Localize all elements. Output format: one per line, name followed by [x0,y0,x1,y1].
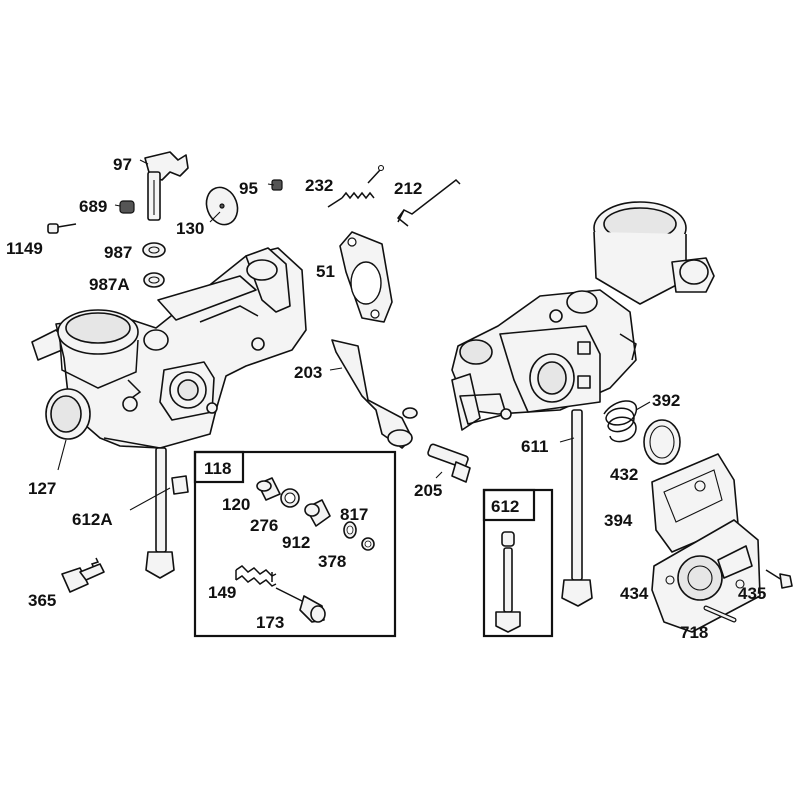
callout-434: 434 [620,584,649,603]
carburetor-body-right[interactable] [451,201,715,431]
callout-205: 205 [414,481,442,500]
link-212[interactable] [396,179,461,227]
bowl-bolt-611[interactable] [561,409,593,607]
callout-173: 173 [256,613,284,632]
callout-718: 718 [680,623,708,642]
washer-276[interactable] [280,488,300,508]
throttle-shaft-97[interactable] [144,151,189,221]
jet-912[interactable] [304,499,331,527]
kit-118-box: 118 [193,450,397,638]
callout-912: 912 [282,533,310,552]
gasket-51[interactable] [339,231,393,323]
screw-1149[interactable] [47,223,77,234]
kit-118-label: 118 [204,459,231,478]
callout-987a: 987A [89,275,130,294]
callout-120: 120 [222,495,250,514]
needle-173[interactable] [275,587,326,623]
callout-97: 97 [113,155,132,174]
carburetor-body-left[interactable] [31,247,307,449]
callout-127: 127 [28,479,56,498]
callout-51: 51 [316,262,335,281]
washer-378[interactable] [361,537,375,551]
callout-817: 817 [340,505,368,524]
callout-612a: 612A [72,510,113,529]
callout-1149: 1149 [6,239,43,258]
spring-392[interactable] [603,400,637,443]
diaphragm-cover-434[interactable] [651,519,761,633]
callout-392: 392 [652,391,680,410]
callout-689: 689 [79,197,107,216]
callout-149: 149 [208,583,236,602]
callout-378: 378 [318,552,346,571]
jet-120[interactable] [256,477,281,501]
callout-987: 987 [104,243,132,262]
ring-432[interactable] [643,419,681,465]
callout-435: 435 [738,584,766,603]
washer-987[interactable] [142,242,166,258]
pin-718[interactable] [703,605,737,623]
callout-labels: 97 689 1149 987 987A 130 95 232 212 51 2… [6,155,766,642]
bowl-bolt-612[interactable] [495,531,521,633]
bowl-bolt-612a[interactable] [145,447,189,579]
callout-394: 394 [604,511,633,530]
callout-95: 95 [239,179,258,198]
callout-432: 432 [610,465,638,484]
washer-987a[interactable] [143,272,165,288]
screw-365[interactable] [61,557,105,593]
nozzle-205[interactable] [427,443,471,483]
kit-612-box: 612 [482,488,554,638]
throttle-plate-130[interactable] [201,183,242,229]
screw-435[interactable] [765,569,793,589]
washer-817[interactable] [343,521,357,539]
callout-130: 130 [176,219,204,238]
callout-611: 611 [521,437,548,456]
choke-lever-203[interactable] [331,339,418,449]
spring-689[interactable] [119,200,135,214]
callout-212: 212 [394,179,422,198]
spring-149[interactable] [235,565,277,587]
callout-276: 276 [250,516,278,535]
callout-203: 203 [294,363,322,382]
kit-612-label: 612 [491,497,519,516]
callout-365: 365 [28,591,56,610]
leader-lines [57,159,651,511]
callout-232: 232 [305,176,333,195]
spring-232[interactable] [327,164,385,208]
